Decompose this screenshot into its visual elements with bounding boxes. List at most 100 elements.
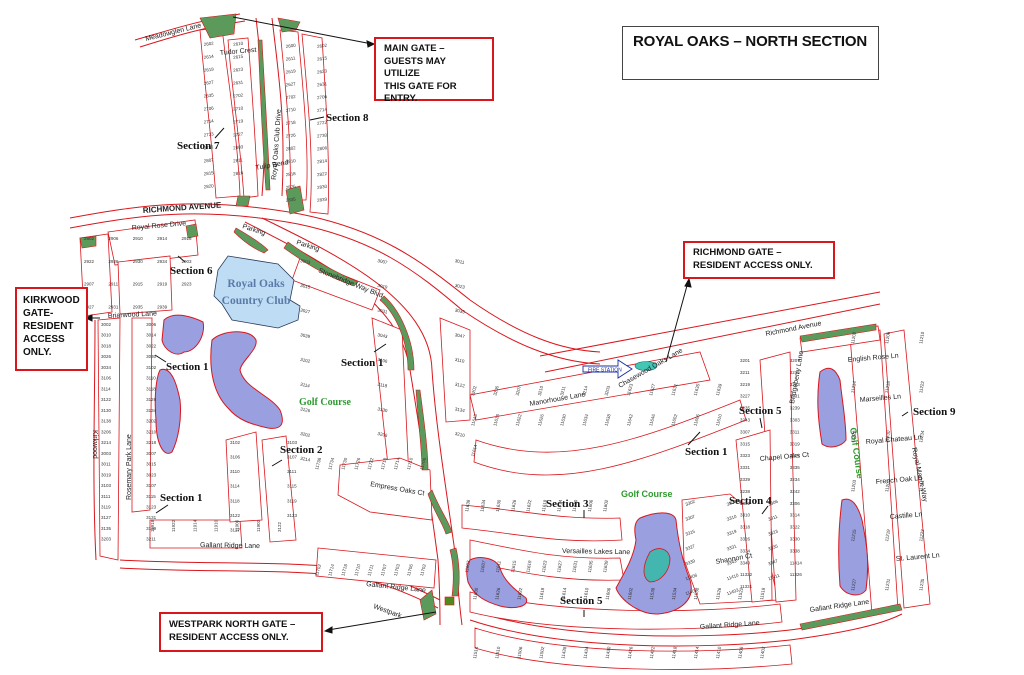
lot-number: 2619: [203, 66, 214, 72]
lot-number: 2839: [317, 196, 328, 202]
lot-number: 3103: [287, 440, 298, 445]
lot-number: 3010: [101, 333, 112, 338]
road-label-briarwood: Briarwood Lane: [108, 310, 157, 320]
lot-number: 3314: [790, 513, 801, 518]
section-8-label: Section 8: [326, 112, 369, 124]
lot-number: 2615: [317, 55, 328, 61]
lot-number: 3202: [300, 431, 311, 438]
section-labels: Section 7 Section 8 Section 6 Section 1 …: [160, 112, 956, 607]
lot-number: 11207: [884, 479, 891, 492]
road-kirkwood: [93, 319, 97, 561]
section-3-label: Section 3: [546, 498, 589, 510]
lot-number: 3002: [101, 322, 112, 327]
lot-number: 3127: [230, 527, 241, 532]
lot-number: 2614: [203, 54, 214, 60]
green-median-6: [449, 547, 460, 597]
lot-number: 11622: [525, 499, 532, 512]
lot-number: 11635: [693, 383, 701, 397]
lot-number: 3214: [581, 385, 589, 396]
lot-number: 3134: [454, 406, 465, 413]
lot-number: 3035: [454, 307, 465, 314]
lot-number: 2727: [233, 131, 244, 137]
lot-number: 2903: [182, 259, 193, 264]
lot-number: 3347: [767, 558, 779, 566]
lot-number: 11602: [602, 499, 609, 512]
lot-number: 2906: [108, 236, 119, 241]
lot-number: 11619: [525, 560, 532, 573]
lot-number: 3303: [726, 499, 738, 507]
pointer-sec6: [177, 255, 186, 263]
lot-number: 11702: [419, 563, 427, 577]
road-label-french-oak: French Oak Ln: [876, 475, 923, 486]
road-gallant-s2: [469, 613, 903, 647]
lot-number: 11414: [693, 646, 700, 659]
road-label-marseilles: Marseilles Ln: [860, 393, 902, 404]
lot-number: 3343: [726, 558, 738, 566]
lot-number: 3203: [604, 385, 612, 396]
lot-number: 2702: [285, 94, 296, 100]
lot-number: 3127: [101, 515, 112, 520]
lot-number: 11514: [472, 646, 479, 659]
arrow-richmond-gate-head: [684, 277, 692, 288]
kirkwood-gate-callout: KIRKWOOD GATE- RESIDENT ACCESS ONLY.: [15, 287, 88, 371]
lot-number: 11734: [327, 457, 335, 471]
lot-number: 2826: [285, 184, 296, 190]
lot-number: 2619: [285, 68, 296, 74]
lot-number: 11506: [516, 646, 523, 659]
lot-number: 2631: [317, 81, 328, 87]
pointer-sec4: [761, 505, 769, 515]
pointer-sec7: [214, 127, 225, 139]
lot-number: 11710: [406, 457, 414, 471]
road-label-chapel-oaks: Chapel Oaks Ct: [760, 452, 810, 463]
richmond-gate-line-1: RICHMOND GATE –: [693, 247, 782, 258]
lot-number: 11411: [767, 572, 780, 581]
lot-block-sec7-east: [227, 37, 259, 199]
lot-number: 3302: [740, 501, 751, 506]
lot-number: 11706: [419, 457, 427, 471]
section-1-east-label: Section 1: [685, 446, 727, 458]
lot-number: 3103: [101, 483, 112, 488]
lot-number: 11610: [715, 413, 723, 427]
lot-number: 3201: [740, 358, 751, 363]
lot-number: 2926: [108, 259, 119, 264]
lot-number: 3231: [790, 394, 801, 399]
lot-number: 2803: [233, 144, 244, 150]
lot-number: 3239: [790, 406, 801, 411]
lot-number: 11611: [495, 560, 502, 573]
lot-number: 3302: [685, 499, 697, 507]
lot-number: 3047: [454, 332, 465, 339]
lot-number: 11502: [538, 646, 545, 659]
lot-number: 3319: [790, 441, 801, 446]
lot-number: 3011: [454, 258, 465, 265]
lot-number: 11522: [737, 587, 744, 600]
lot-number: 11410: [715, 646, 722, 659]
lot-number: 11738: [314, 457, 322, 471]
lot-number: 2631: [233, 79, 244, 85]
lot-number: 11906: [235, 519, 240, 532]
lot-block-sec1e-south: [473, 399, 747, 476]
lot-number: 11538: [649, 587, 656, 600]
lot-number: 3203: [101, 537, 112, 542]
kirkwood-gate-line-1: KIRKWOOD: [23, 295, 80, 306]
lot-number: 3107: [287, 455, 298, 460]
lot-number: 3119: [287, 498, 297, 503]
lot-number: 3107: [146, 483, 157, 488]
lot-number: 3219: [740, 382, 751, 387]
green-median-4: [415, 389, 429, 471]
lot-number: 11614: [470, 444, 478, 458]
road-label-tudor: Tudor Crest: [220, 47, 257, 57]
lot-block-empress: [337, 457, 433, 521]
lot-number: 11706: [406, 563, 414, 577]
lot-number: 2930: [133, 259, 144, 264]
country-club-label-1: Royal Oaks: [227, 278, 285, 290]
lot-number: 2806: [317, 145, 328, 151]
lot-number: 3340: [740, 560, 751, 565]
lot-number: 11618: [538, 587, 545, 600]
lot-number: 2919: [157, 282, 168, 287]
lot-number: 11718: [380, 457, 388, 471]
lot-number: 2822: [317, 171, 328, 177]
lot-number: 2718: [285, 120, 296, 126]
lot-number: 3114: [300, 382, 311, 389]
lot-number: 11218: [884, 380, 891, 393]
pointer-sec2: [271, 459, 283, 467]
